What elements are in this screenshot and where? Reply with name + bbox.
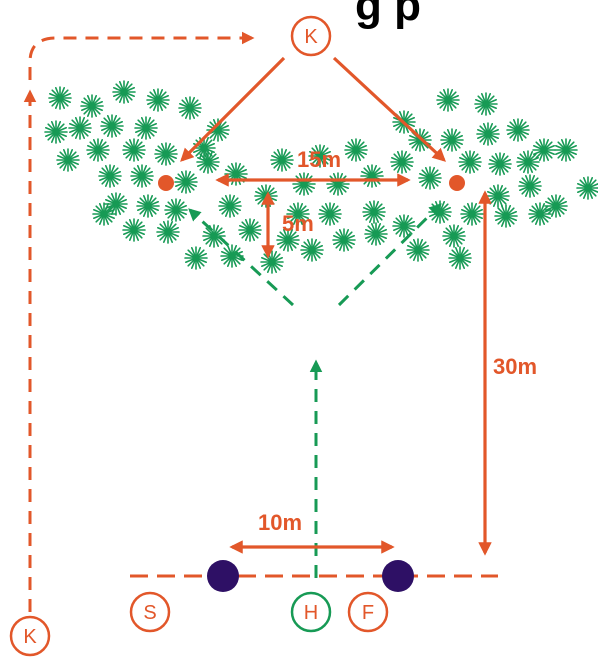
grass-tuft — [474, 92, 498, 116]
grass-tuft — [92, 202, 116, 226]
kick-arrow-left — [180, 56, 286, 162]
grass-tuft — [80, 94, 104, 118]
header-fragment: g p — [355, 0, 421, 30]
grass-tuft — [122, 138, 146, 162]
grass-tuft — [112, 80, 136, 104]
grass-tuft — [532, 138, 556, 162]
grass-tuft — [360, 164, 384, 188]
grass-tuft — [178, 96, 202, 120]
grass-tuft — [458, 150, 482, 174]
grass-tuft — [174, 170, 198, 194]
grass-area — [44, 80, 598, 274]
grass-tuft — [448, 246, 472, 270]
measurement-arrows — [215, 173, 492, 556]
grass-tuft — [518, 174, 542, 198]
grass-tuft — [218, 194, 242, 218]
grass-tuft — [68, 116, 92, 140]
player-h-label: H — [304, 602, 318, 624]
player-f: F — [347, 591, 389, 633]
grass-tuft — [122, 218, 146, 242]
grass-tuft — [146, 88, 170, 112]
grass-tuft — [260, 250, 284, 274]
grass-tuft — [516, 150, 540, 174]
green-run-lines — [188, 203, 442, 578]
grass-tuft — [202, 224, 226, 248]
player-s-label: S — [143, 602, 156, 624]
grass-tuft — [300, 238, 324, 262]
grass-tuft — [100, 114, 124, 138]
grass-tuft — [86, 138, 110, 162]
grass-tuft — [528, 202, 552, 226]
grass-tuft — [192, 136, 216, 160]
green-dashed-diagonal-left-arrow — [188, 208, 295, 307]
grass-tuft — [130, 164, 154, 188]
grass-tuft — [48, 86, 72, 110]
grass-tuft — [326, 172, 350, 196]
player-k-bottom: K — [9, 615, 51, 657]
grass-tuft — [238, 218, 262, 242]
grass-tuft — [254, 184, 278, 208]
player-k-top: K — [290, 15, 332, 57]
grass-tuft — [576, 176, 598, 200]
grass-tuft — [270, 148, 294, 172]
grass-tuft — [332, 228, 356, 252]
grass-tuft — [276, 228, 300, 252]
grass-tuft — [154, 142, 178, 166]
grass-tuft — [460, 202, 484, 226]
player-f-label: F — [362, 602, 374, 624]
grass-tuft — [494, 204, 518, 228]
player-k-top-label: K — [304, 26, 318, 48]
player-h: H — [290, 591, 332, 633]
width-top-label: 15m — [297, 147, 341, 172]
target-cone-right — [449, 175, 465, 191]
grass-tuft — [318, 202, 342, 226]
grass-tuft — [486, 184, 510, 208]
distance-long-label: 30m — [493, 354, 537, 379]
grass-tuft — [136, 194, 160, 218]
grass-tuft — [364, 222, 388, 246]
grass-tuft — [442, 224, 466, 248]
grass-tuft — [184, 246, 208, 270]
grass-tuft — [362, 200, 386, 224]
width-bottom-label: 10m — [258, 510, 302, 535]
grass-tuft — [554, 138, 578, 162]
grass-tuft — [436, 88, 460, 112]
grass-tuft — [476, 122, 500, 146]
grass-tuft — [506, 118, 530, 142]
grass-tuft — [392, 214, 416, 238]
depth-short-label: 5m — [282, 211, 314, 236]
kick-arrow-right — [332, 56, 446, 162]
grass-tuft — [390, 150, 414, 174]
grass-tuft — [56, 148, 80, 172]
target-cone-left — [158, 175, 174, 191]
grass-tuft — [406, 238, 430, 262]
grass-tuft — [224, 162, 248, 186]
green-dashed-diagonal-right-arrow — [337, 203, 442, 307]
player-k-bottom-label: K — [23, 626, 37, 648]
player-s: S — [129, 591, 171, 633]
grass-tuft — [44, 120, 68, 144]
grass-tuft — [544, 194, 568, 218]
start-cone-right — [382, 560, 414, 592]
grass-tuft — [308, 144, 332, 168]
grass-tuft — [418, 166, 442, 190]
grass-tuft — [196, 150, 220, 174]
grass-tuft — [428, 200, 452, 224]
kick-arrows — [180, 56, 446, 162]
grass-tuft — [286, 202, 310, 226]
grass-tuft — [134, 116, 158, 140]
start-cone-left — [207, 560, 239, 592]
grass-tuft — [164, 198, 188, 222]
grass-tuft — [292, 172, 316, 196]
grass-tuft — [440, 128, 464, 152]
grass-tuft — [98, 164, 122, 188]
grass-tuft — [488, 152, 512, 176]
grass-tuft — [156, 220, 180, 244]
grass-tuft — [344, 138, 368, 162]
